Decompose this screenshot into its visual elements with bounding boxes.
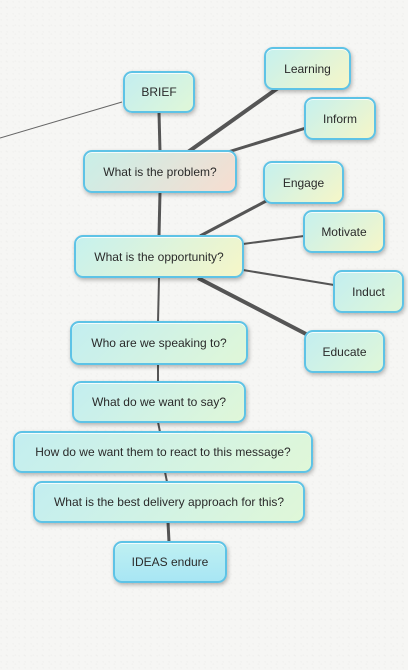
node-induct[interactable]: Induct	[333, 270, 404, 313]
connector-problem-learning	[186, 86, 280, 154]
connector-opportunity-speaking	[157, 277, 160, 323]
connector-problem-inform	[227, 126, 307, 154]
connector-delivery-ideas	[166, 521, 171, 543]
node-motivate[interactable]: Motivate	[303, 210, 385, 253]
connector-say-react	[157, 421, 161, 433]
connector-opportunity-motivate	[242, 235, 305, 245]
connector-opportunity-engage	[199, 198, 269, 238]
node-brief[interactable]: BRIEF	[123, 71, 195, 113]
node-say[interactable]: What do we want to say?	[72, 381, 246, 423]
connector-opportunity-educate	[197, 276, 307, 336]
node-delivery[interactable]: What is the best delivery approach for t…	[33, 481, 305, 523]
node-speaking[interactable]: Who are we speaking to?	[70, 321, 248, 365]
connector-react-delivery	[164, 471, 168, 483]
node-inform[interactable]: Inform	[304, 97, 376, 140]
connector-opportunity-induct	[242, 269, 335, 286]
node-ideas[interactable]: IDEAS endure	[113, 541, 227, 583]
node-educate[interactable]: Educate	[304, 330, 385, 373]
node-problem[interactable]: What is the problem?	[83, 150, 237, 193]
node-learning[interactable]: Learning	[264, 47, 351, 90]
connector-brief-offscreen	[0, 101, 123, 139]
connector-problem-opportunity	[157, 191, 162, 237]
connector-brief-problem	[157, 111, 162, 153]
node-engage[interactable]: Engage	[263, 161, 344, 204]
node-react[interactable]: How do we want them to react to this mes…	[13, 431, 313, 473]
node-opportunity[interactable]: What is the opportunity?	[74, 235, 244, 278]
